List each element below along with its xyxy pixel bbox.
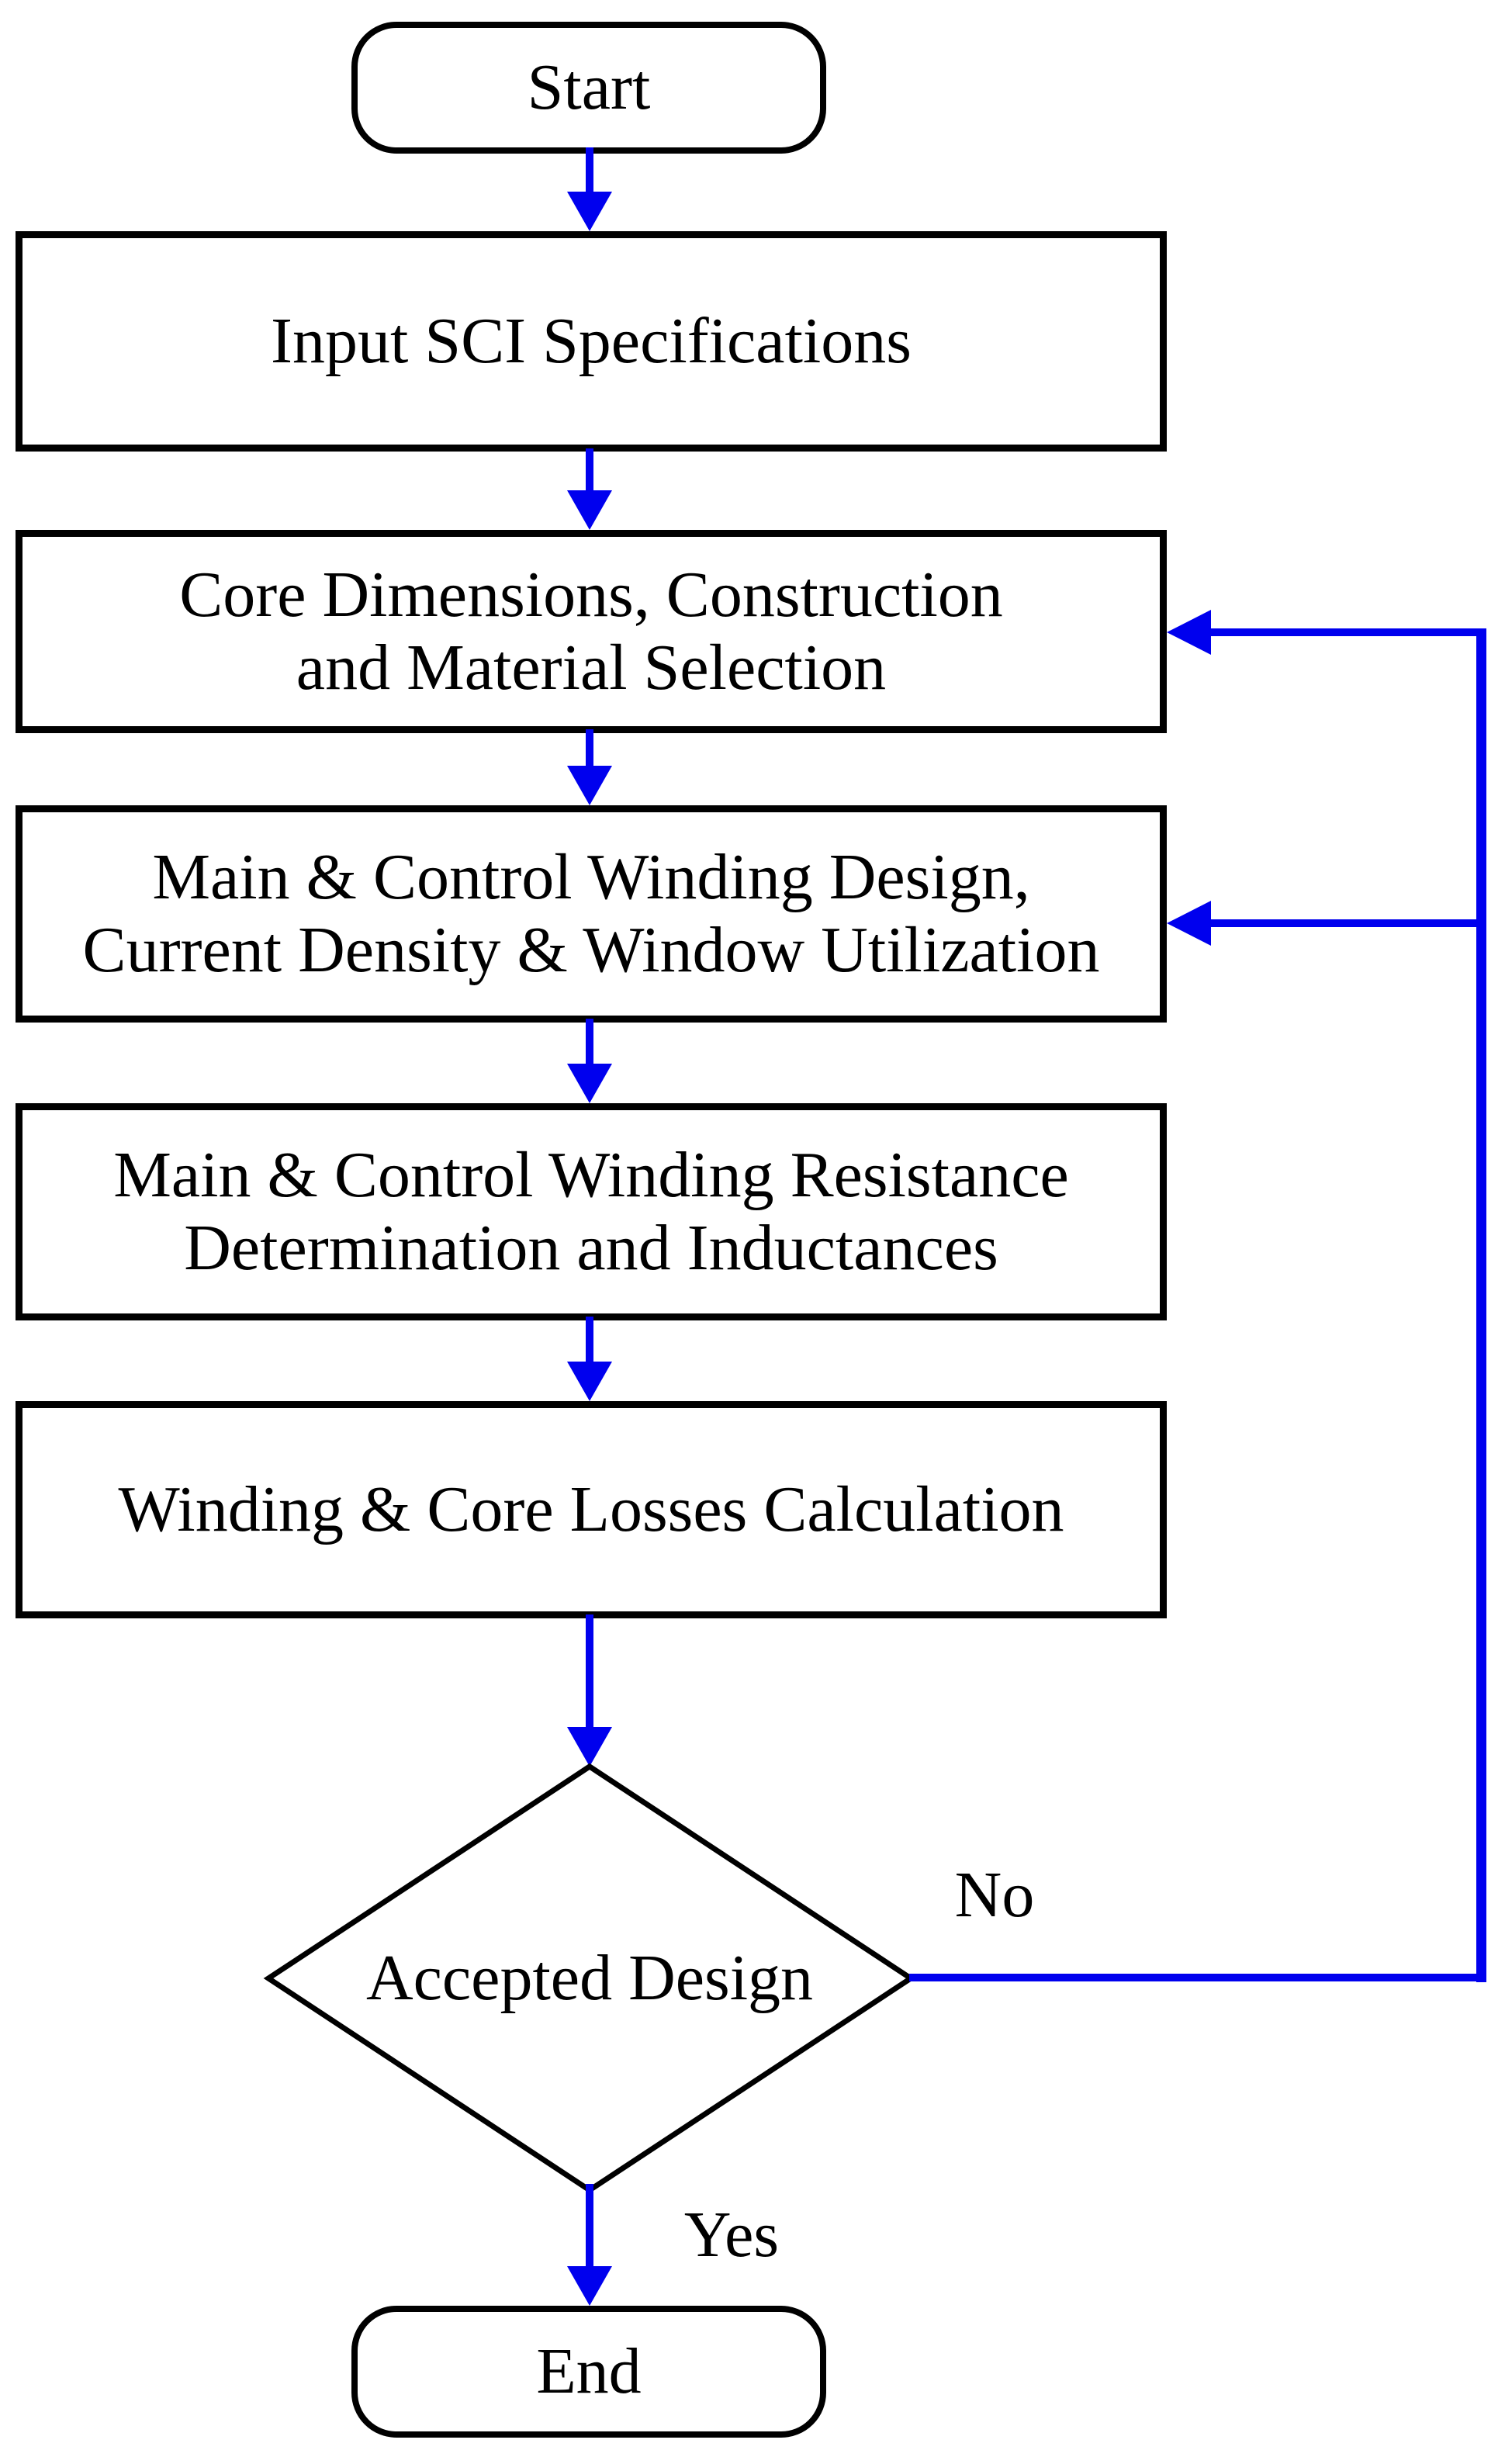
losses-calculation-box: Winding & Core Losses Calculation [16, 1401, 1167, 1618]
arrow-core-to-design-head-icon [567, 766, 612, 805]
arrow-design-to-resistance-head-icon [567, 1064, 612, 1103]
arrow-decision-to-end-head-icon [567, 2266, 612, 2306]
arrow-losses-to-decision-head-icon [567, 1727, 612, 1767]
feedback-branch-to-design-head-icon [1167, 901, 1211, 946]
end-label: End [536, 2334, 642, 2407]
input-specifications-box: Input SCI Specifications [16, 231, 1167, 452]
arrow-losses-to-decision-stem [586, 1614, 593, 1731]
feedback-branch-to-design-stem [1210, 919, 1486, 927]
arrow-start-to-input-head-icon [567, 192, 612, 231]
arrow-input-to-core-head-icon [567, 490, 612, 530]
input-specifications-label: Input SCI Specifications [271, 304, 912, 377]
winding-design-line2: Current Density & Window Utilization [82, 914, 1100, 986]
feedback-line-vertical [1476, 628, 1486, 1982]
losses-calculation-label: Winding & Core Losses Calculation [118, 1473, 1064, 1545]
core-dimensions-line1: Core Dimensions, Construction [179, 558, 1003, 631]
arrow-decision-to-end-stem [586, 2184, 593, 2269]
winding-design-box: Main & Control Winding Design, Current D… [16, 805, 1167, 1023]
no-branch-label: No [954, 1859, 1035, 1931]
start-node: Start [351, 22, 826, 154]
arrow-resistance-to-losses-head-icon [567, 1362, 612, 1401]
arrow-start-to-input-stem [586, 147, 593, 194]
winding-resistance-line2: Determination and Inductances [184, 1212, 998, 1284]
winding-resistance-line1: Main & Control Winding Resistance [113, 1138, 1069, 1211]
core-dimensions-line2: and Material Selection [296, 632, 887, 704]
arrow-design-to-resistance-stem [586, 1019, 593, 1067]
arrow-input-to-core-stem [586, 448, 593, 493]
feedback-branch-to-core-head-icon [1167, 610, 1211, 655]
accepted-design-label-wrap: Accepted Design [279, 1932, 900, 2025]
feedback-line-from-decision [909, 1974, 1486, 1981]
feedback-branch-to-core-stem [1210, 628, 1486, 636]
arrow-core-to-design-stem [586, 729, 593, 770]
arrow-resistance-to-losses-stem [586, 1317, 593, 1365]
winding-resistance-box: Main & Control Winding Resistance Determ… [16, 1103, 1167, 1320]
accepted-design-label: Accepted Design [365, 1941, 814, 2014]
winding-design-line1: Main & Control Winding Design, [152, 840, 1030, 913]
start-label: Start [527, 50, 651, 123]
yes-branch-label: Yes [683, 2199, 780, 2271]
end-node: End [351, 2306, 826, 2438]
core-dimensions-box: Core Dimensions, Construction and Materi… [16, 530, 1167, 733]
